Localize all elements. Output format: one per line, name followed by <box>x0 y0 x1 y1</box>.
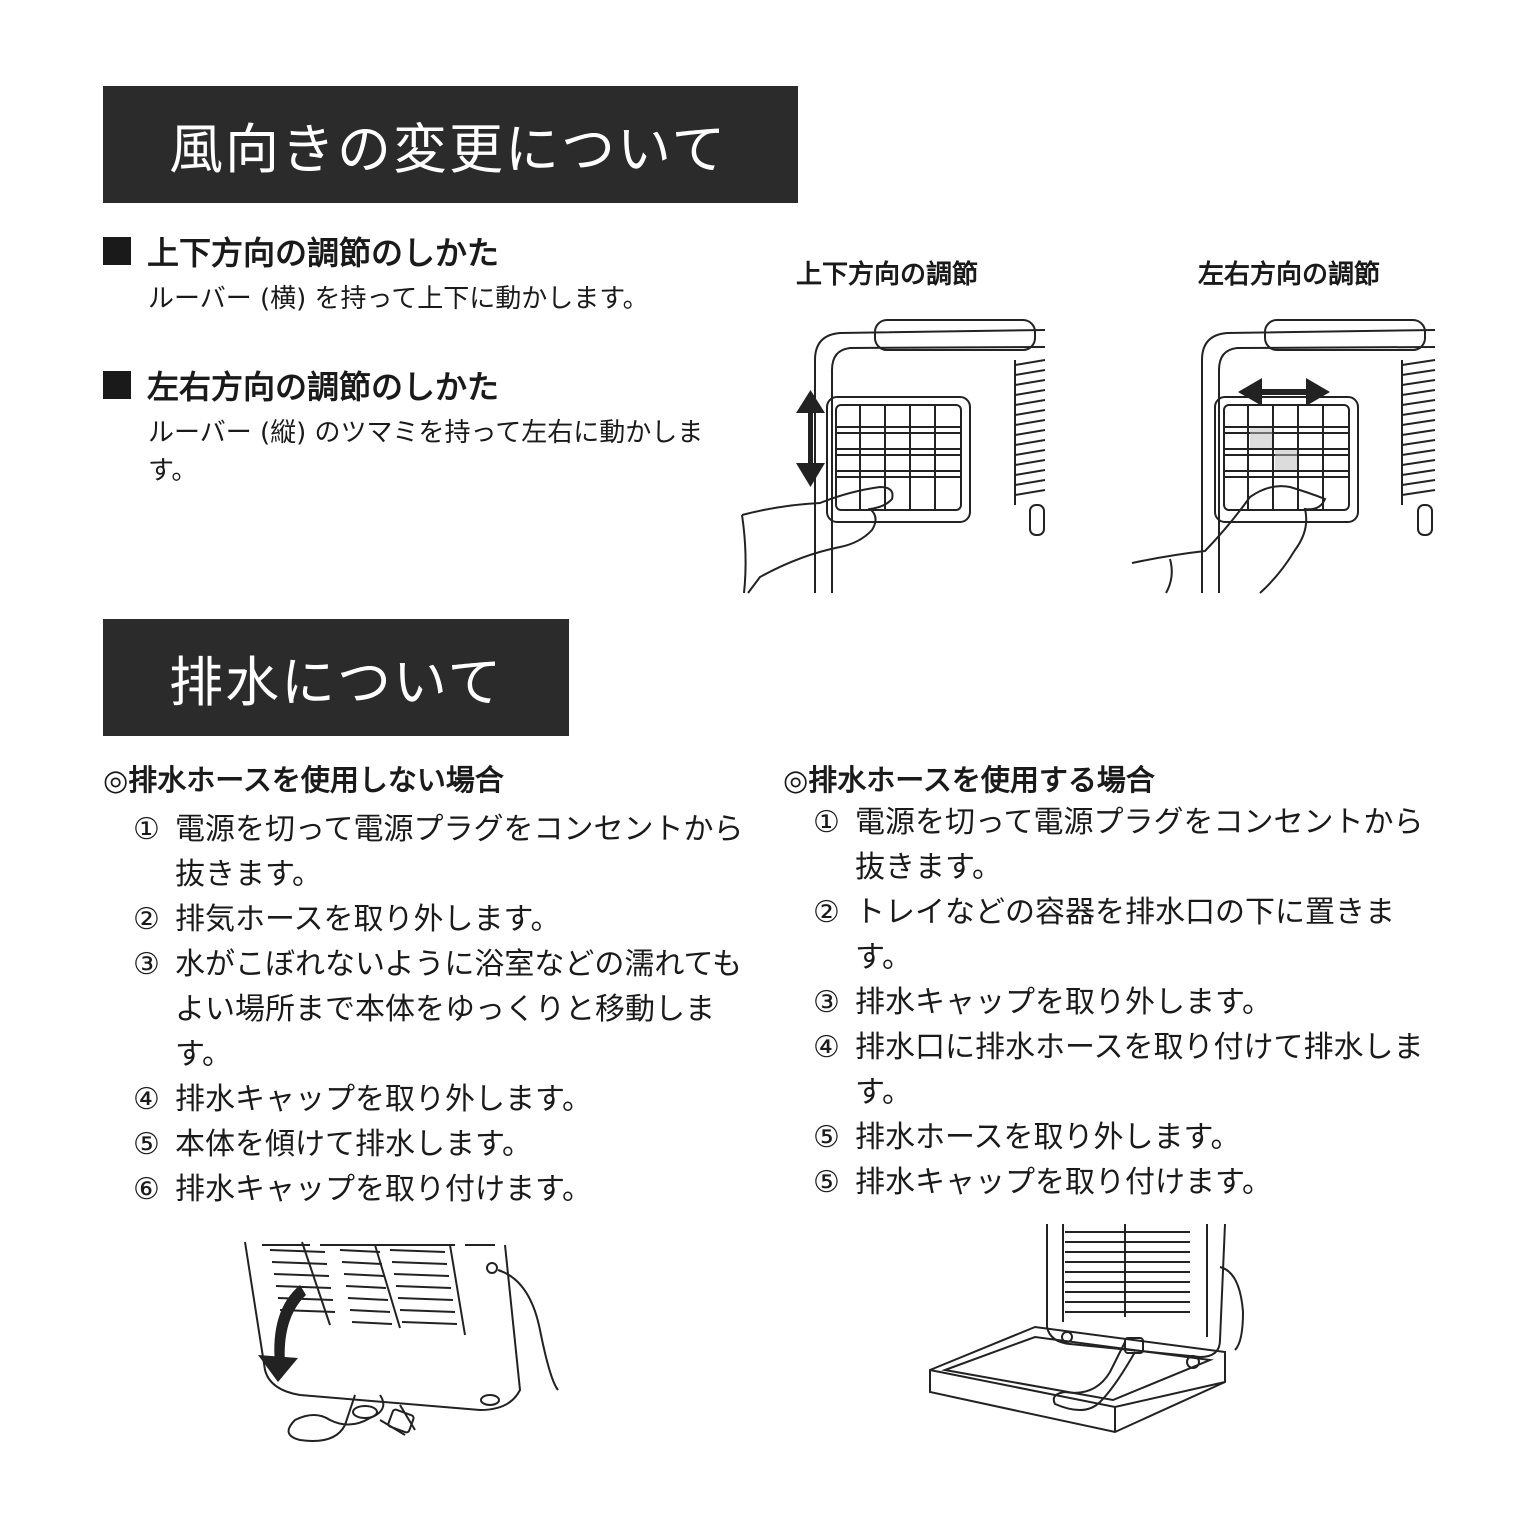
with-hose-heading: ◎排水ホースを使用する場合 <box>783 763 1155 797</box>
step-number: ③ <box>133 947 160 982</box>
step-text: 排気ホースを取り外します。 <box>175 902 561 937</box>
step-item: ⑤ 排水キャップを取り付けます。 <box>813 1160 1438 1205</box>
horizontal-adjust-heading: 左右方向の調節のしかた <box>103 362 499 408</box>
vertical-adjust-text: ルーバー (横) を持って上下に動かします。 <box>148 284 649 314</box>
step-number: ③ <box>813 985 840 1020</box>
square-bullet-icon <box>103 237 131 265</box>
tilt-drain-illustration <box>244 1241 559 1442</box>
step-item: ③ 水がこぼれないように浴室などの濡れてもよい場所まで本体をゆっくりと移動します。 <box>133 942 753 1077</box>
step-number: ② <box>813 895 840 930</box>
step-text: トレイなどの容器を排水口の下に置きます。 <box>855 895 1395 975</box>
square-bullet-icon <box>103 371 131 399</box>
step-text: 排水キャップを取り外します。 <box>855 985 1272 1020</box>
horizontal-louver-illustration <box>1131 319 1436 594</box>
step-number: ⑤ <box>133 1127 160 1162</box>
step-item: ⑤ 排水ホースを取り外します。 <box>813 1115 1438 1160</box>
no-hose-steps: ① 電源を切って電源プラグをコンセントから抜きます。 ② 排気ホースを取り外します。… <box>133 807 753 1212</box>
step-number: ④ <box>133 1082 160 1117</box>
figure-label-vertical: 上下方向の調節 <box>796 260 979 290</box>
step-text: 排水キャップを取り付けます。 <box>855 1165 1272 1200</box>
vertical-adjust-heading: 上下方向の調節のしかた <box>103 228 499 274</box>
step-text: 本体を傾けて排水します。 <box>175 1127 532 1162</box>
hose-tray-illustration <box>929 1223 1245 1434</box>
step-item: ① 電源を切って電源プラグをコンセントから抜きます。 <box>813 800 1438 890</box>
step-number: ② <box>133 902 160 937</box>
with-hose-steps: ① 電源を切って電源プラグをコンセントから抜きます。 ② トレイなどの容器を排水口の… <box>813 800 1438 1205</box>
no-hose-heading: ◎排水ホースを使用しない場合 <box>103 763 504 797</box>
section-title-wind-direction: 風向きの変更について <box>103 86 798 203</box>
step-text: 排水口に排水ホースを取り付けて排水します。 <box>855 1030 1424 1110</box>
step-item: ④ 排水口に排水ホースを取り付けて排水します。 <box>813 1025 1438 1115</box>
step-number: ⑥ <box>133 1172 160 1207</box>
step-number: ① <box>133 812 160 847</box>
step-item: ② 排気ホースを取り外します。 <box>133 897 753 942</box>
step-item: ⑤ 本体を傾けて排水します。 <box>133 1122 753 1167</box>
section-title-text: 風向きの変更について <box>169 118 728 181</box>
step-item: ③ 排水キャップを取り外します。 <box>813 980 1438 1025</box>
step-item: ② トレイなどの容器を排水口の下に置きます。 <box>813 890 1438 980</box>
horizontal-adjust-text: ルーバー (縦) のツマミを持って左右に動かします。 <box>148 418 704 486</box>
figure-label-horizontal: 左右方向の調節 <box>1198 260 1381 290</box>
step-number: ⑤ <box>813 1120 840 1155</box>
step-text: 排水キャップを取り外します。 <box>175 1082 592 1117</box>
vertical-adjust-heading-text: 上下方向の調節のしかた <box>147 234 500 272</box>
step-text: 電源を切って電源プラグをコンセントから抜きます。 <box>175 812 744 892</box>
step-number: ⑤ <box>813 1165 840 1200</box>
step-item: ⑥ 排水キャップを取り付けます。 <box>133 1167 753 1212</box>
horizontal-adjust-heading-text: 左右方向の調節のしかた <box>147 368 500 406</box>
step-text: 排水キャップを取り付けます。 <box>175 1172 592 1207</box>
section-title-drainage: 排水について <box>103 619 569 736</box>
section-title-text: 排水について <box>169 651 504 714</box>
step-text: 水がこぼれないように浴室などの濡れてもよい場所まで本体をゆっくりと移動します。 <box>175 947 742 1072</box>
step-item: ④ 排水キャップを取り外します。 <box>133 1077 753 1122</box>
step-number: ① <box>813 805 840 840</box>
step-item: ① 電源を切って電源プラグをコンセントから抜きます。 <box>133 807 753 897</box>
vertical-louver-illustration <box>741 319 1046 594</box>
step-text: 排水ホースを取り外します。 <box>855 1120 1241 1155</box>
step-number: ④ <box>813 1030 840 1065</box>
step-text: 電源を切って電源プラグをコンセントから抜きます。 <box>855 805 1424 885</box>
